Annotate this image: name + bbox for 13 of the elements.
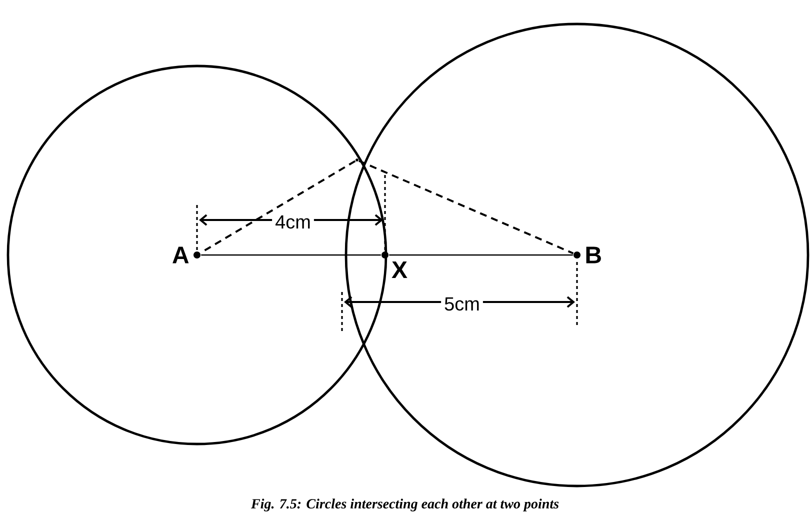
caption: Fig. 7.5: Circles intersecting each other at two points bbox=[250, 498, 559, 512]
node-label: A bbox=[172, 246, 189, 264]
dimension-label: 4cm bbox=[272, 212, 314, 232]
node-label: B bbox=[586, 246, 601, 264]
line-segment bbox=[201, 254, 381, 256]
point: B bbox=[574, 246, 601, 264]
dimension-label: 5cm bbox=[441, 294, 483, 314]
point: A bbox=[172, 246, 200, 264]
line-segment bbox=[358, 160, 574, 254]
node-label: X bbox=[392, 262, 408, 278]
point: X bbox=[382, 252, 408, 278]
point bbox=[356, 158, 358, 162]
line-segment bbox=[389, 254, 573, 256]
